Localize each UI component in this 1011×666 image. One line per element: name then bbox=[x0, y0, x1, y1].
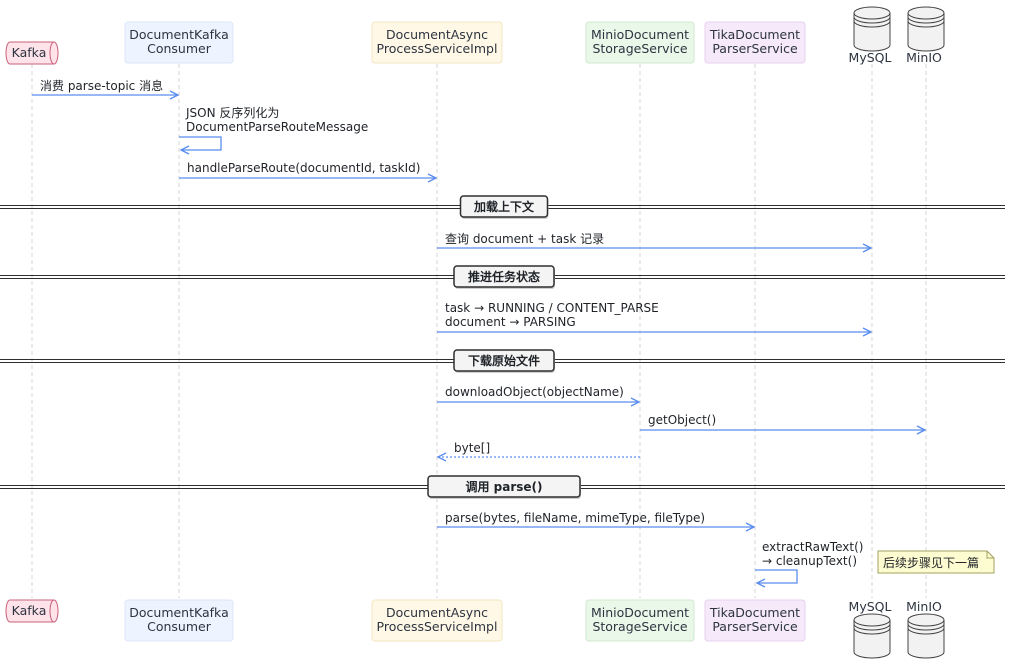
participant-label: MinIO bbox=[906, 50, 942, 65]
message-label: 消费 parse-topic 消息 bbox=[40, 78, 163, 93]
database-icon bbox=[907, 6, 945, 52]
note: 后续步骤见下一篇 bbox=[877, 550, 995, 574]
message-2: handleParseRoute(documentId, taskId) bbox=[179, 161, 436, 178]
participant-label: Kafka bbox=[12, 603, 47, 618]
message-label: downloadObject(objectName) bbox=[445, 385, 624, 399]
section-divider-label: 推进任务状态 bbox=[468, 269, 540, 284]
participant-label: MinioDocument bbox=[591, 605, 689, 620]
participant-label: DocumentAsync bbox=[386, 27, 488, 42]
messages: 消费 parse-topic 消息 JSON 反序列化为DocumentParse… bbox=[32, 78, 925, 583]
message-label: task → RUNNING / CONTENT_PARSE bbox=[445, 301, 659, 315]
section-divider-label: 下载原始文件 bbox=[468, 353, 540, 368]
queue-end bbox=[49, 41, 55, 65]
section-divider: 加载上下文 bbox=[0, 195, 1005, 219]
participant-minio-bottom: MinIO bbox=[906, 599, 945, 659]
message-12: parse(bytes, fileName, mimeType, fileTyp… bbox=[437, 511, 754, 527]
participant-label: StorageService bbox=[592, 619, 687, 634]
message-label: document → PARSING bbox=[445, 315, 576, 329]
participant-box bbox=[704, 21, 806, 64]
self-message-arrow bbox=[755, 569, 798, 583]
message-10: byte[] bbox=[438, 441, 640, 457]
database-icon bbox=[853, 6, 891, 52]
participant-label: ProcessServiceImpl bbox=[377, 619, 498, 634]
section-divider-box bbox=[453, 349, 555, 372]
section-divider-box bbox=[459, 195, 549, 218]
message-label: → cleanupText() bbox=[762, 554, 857, 568]
message-0: 消费 parse-topic 消息 bbox=[32, 78, 178, 95]
note-layer: 后续步骤见下一篇 bbox=[877, 550, 995, 574]
participant-box bbox=[371, 21, 503, 64]
participant-label: ParserService bbox=[712, 619, 798, 634]
self-message-13: extractRawText()→ cleanupText() bbox=[755, 540, 863, 583]
database-icon bbox=[907, 613, 945, 659]
participant-label: MySQL bbox=[849, 599, 892, 614]
section-divider-label: 调用 parse() bbox=[465, 480, 542, 494]
participant-label: Consumer bbox=[147, 41, 212, 56]
message-label: getObject() bbox=[648, 413, 716, 427]
participant-label: StorageService bbox=[592, 41, 687, 56]
message-label: JSON 反序列化为 bbox=[185, 105, 279, 120]
participant-label: MinioDocument bbox=[591, 27, 689, 42]
message-8: downloadObject(objectName) bbox=[437, 385, 639, 402]
message-9: getObject() bbox=[640, 413, 925, 430]
message-4: 查询 document + task 记录 bbox=[437, 232, 871, 248]
message-label: handleParseRoute(documentId, taskId) bbox=[187, 161, 420, 175]
participant-box bbox=[124, 21, 234, 64]
participant-label: DocumentAsync bbox=[386, 605, 488, 620]
section-divider-box bbox=[453, 265, 555, 288]
participant-label: Consumer bbox=[147, 619, 212, 634]
note-text: 后续步骤见下一篇 bbox=[883, 555, 979, 570]
participant-minio-top: MinIO bbox=[906, 6, 945, 65]
lifelines bbox=[31, 64, 927, 598]
message-label: 查询 document + task 记录 bbox=[445, 232, 604, 246]
participant-box bbox=[704, 599, 806, 642]
participant-label: MySQL bbox=[849, 50, 892, 65]
message-label: extractRawText() bbox=[762, 540, 863, 554]
section-divider-box bbox=[427, 475, 581, 498]
section-divider: 调用 parse() bbox=[0, 475, 1005, 499]
participant-label: Kafka bbox=[12, 45, 47, 60]
participant-mysql-top: MySQL bbox=[849, 6, 892, 65]
section-divider-label: 加载上下文 bbox=[473, 199, 535, 214]
participant-label: DocumentKafka bbox=[129, 27, 228, 42]
participant-kafka-bottom: Kafka bbox=[5, 599, 59, 623]
section-divider: 下载原始文件 bbox=[0, 349, 1005, 373]
self-message-arrow bbox=[179, 136, 222, 150]
participant-box bbox=[585, 21, 695, 64]
participant-box bbox=[585, 599, 695, 642]
participant-kafka-top: Kafka bbox=[5, 41, 59, 65]
message-label: byte[] bbox=[454, 441, 490, 455]
participant-box bbox=[371, 599, 503, 642]
participant-box bbox=[124, 599, 234, 642]
participant-label: MinIO bbox=[906, 599, 942, 614]
participant-label: ProcessServiceImpl bbox=[377, 41, 498, 56]
participant-label: DocumentKafka bbox=[129, 605, 228, 620]
message-label: parse(bytes, fileName, mimeType, fileTyp… bbox=[445, 511, 705, 525]
participant-label: TikaDocument bbox=[709, 605, 800, 620]
message-label: DocumentParseRouteMessage bbox=[186, 120, 368, 134]
participant-mysql-bottom: MySQL bbox=[849, 599, 892, 659]
section-divider: 推进任务状态 bbox=[0, 265, 1005, 289]
queue-end bbox=[49, 599, 55, 623]
participant-label: TikaDocument bbox=[709, 27, 800, 42]
participant-label: ParserService bbox=[712, 41, 798, 56]
participants-top: KafkaDocumentKafkaConsumerDocumentAsyncP… bbox=[5, 6, 945, 65]
note-shape bbox=[877, 550, 995, 574]
database-icon bbox=[853, 613, 891, 659]
